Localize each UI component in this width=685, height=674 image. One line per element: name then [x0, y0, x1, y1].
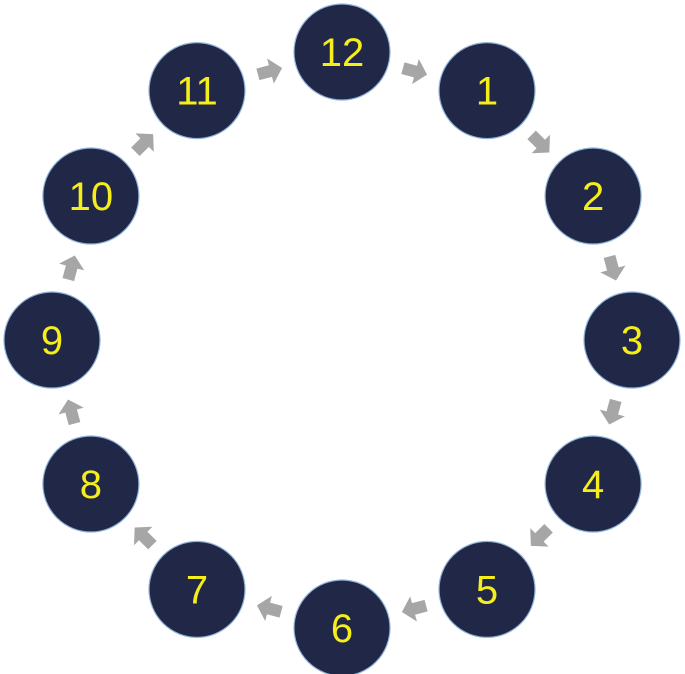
- cycle-node: 5: [438, 540, 536, 639]
- node-label: 7: [186, 568, 208, 612]
- node-label: 4: [582, 463, 604, 507]
- arrow-right-icon: [131, 133, 154, 157]
- cycle-node: 11: [148, 41, 246, 140]
- cycle-node: 4: [544, 435, 642, 533]
- node-circle: [3, 291, 101, 389]
- arrow-right-icon: [256, 595, 283, 622]
- node-label: 10: [69, 175, 114, 219]
- arrow-right-icon: [134, 526, 157, 550]
- arrow-right-icon: [59, 255, 85, 282]
- node-label: 8: [80, 463, 102, 507]
- arrow-right-icon: [58, 399, 84, 426]
- arrow-right-icon: [600, 254, 626, 281]
- cycle-node: 3: [583, 291, 681, 389]
- arrow-right-icon: [527, 130, 550, 154]
- node-circle: [438, 540, 536, 639]
- cycle-node: 12: [293, 3, 391, 101]
- cycle-node: 6: [293, 579, 391, 674]
- node-circle: [148, 41, 246, 140]
- node-label: 9: [41, 319, 63, 363]
- node-label: 5: [476, 568, 498, 612]
- node-circle: [42, 435, 140, 533]
- arrow-right-icon: [530, 523, 553, 547]
- node-label: 6: [331, 607, 353, 651]
- node-circle: [438, 41, 536, 140]
- node-circle: [293, 3, 391, 101]
- cycle-node: 1: [438, 41, 536, 140]
- cycle-node: 2: [544, 147, 642, 245]
- arrow-right-icon: [256, 58, 283, 84]
- node-circle: [583, 291, 681, 389]
- cycle-node: 7: [148, 540, 246, 639]
- arrow-right-icon: [599, 398, 625, 425]
- cycle-node: 9: [3, 291, 101, 389]
- node-label: 3: [621, 319, 643, 363]
- node-label: 11: [176, 70, 218, 114]
- node-circle: [544, 147, 642, 245]
- node-circle: [544, 435, 642, 533]
- node-label: 12: [320, 31, 365, 75]
- node-label: 2: [582, 175, 604, 219]
- cycle-node: 8: [42, 435, 140, 533]
- arrow-right-icon: [401, 58, 428, 85]
- arrows-layer: [58, 58, 626, 622]
- node-label: 1: [476, 70, 498, 114]
- node-circle: [293, 579, 391, 674]
- node-circle: [148, 540, 246, 639]
- cycle-node: 10: [42, 147, 140, 245]
- node-circle: [42, 147, 140, 245]
- arrow-right-icon: [401, 596, 428, 622]
